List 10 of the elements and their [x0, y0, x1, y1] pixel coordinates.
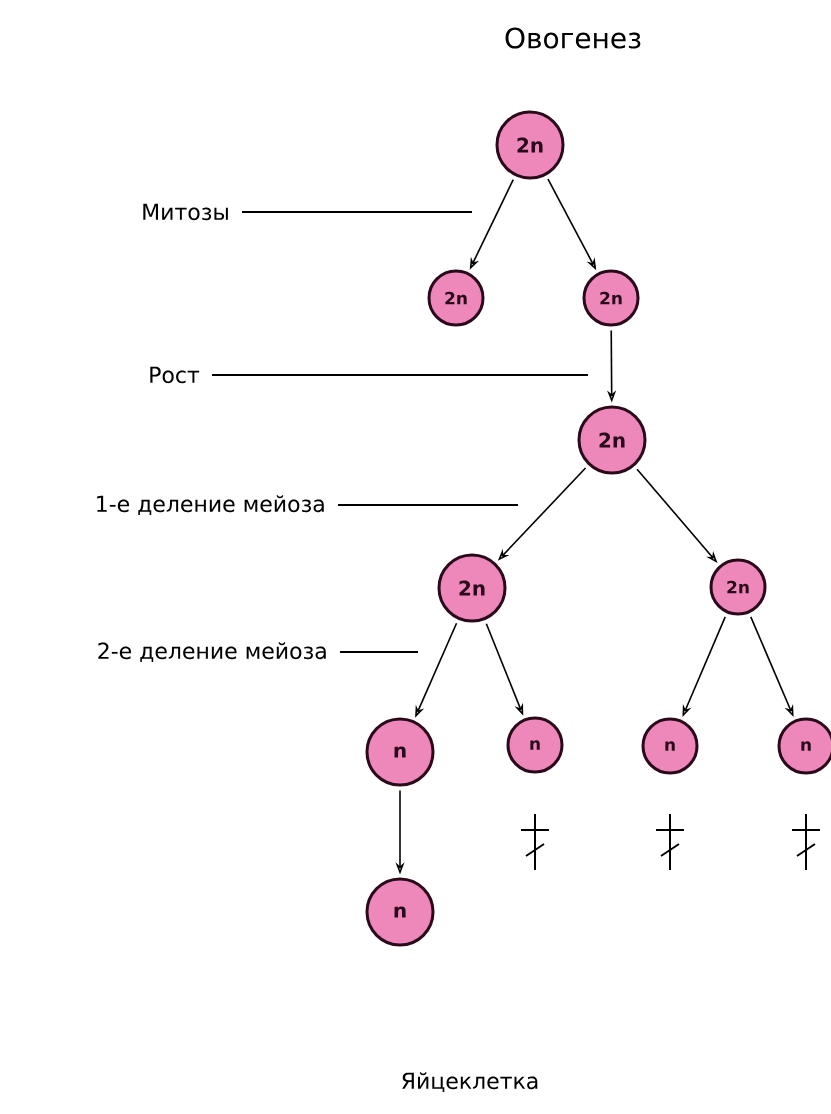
stage-label: 1-е деление мейоза: [97, 495, 324, 515]
title: Овогенез: [505, 27, 641, 49]
leader-line: [241, 211, 473, 213]
leader-line: [339, 651, 419, 653]
stage-label: 2-е деление мейоза: [98, 642, 326, 662]
caption-label: Яйцеклетка: [402, 1072, 538, 1092]
leader-line: [211, 374, 589, 376]
leader-line: [337, 504, 519, 506]
stage-label: Рост: [150, 366, 200, 384]
stage-label: Митозы: [143, 203, 228, 221]
